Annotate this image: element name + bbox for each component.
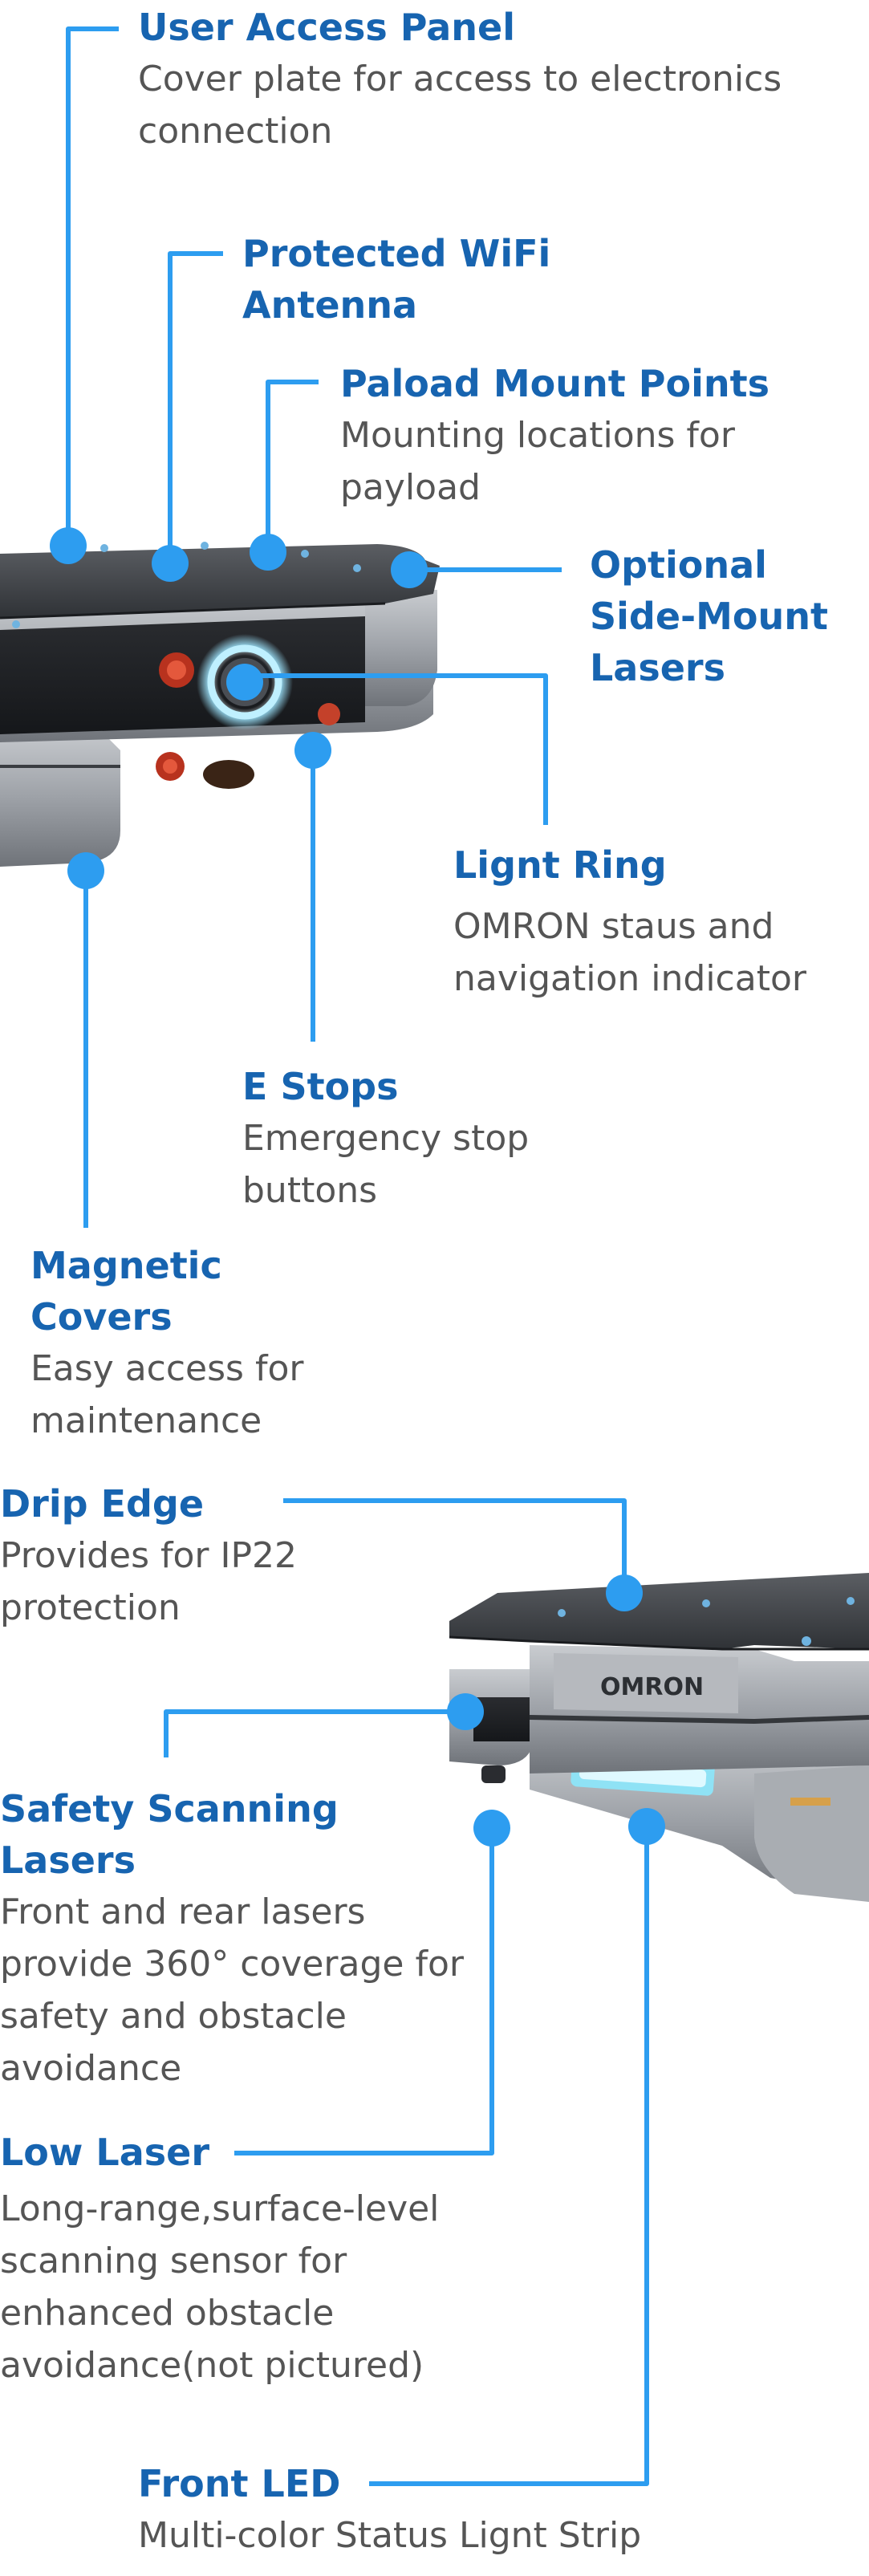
callout-line-drip-edge [283,1498,627,1593]
magnetic-covers-title: Magnetic Covers [30,1244,222,1339]
low-laser-description: Long-range,surface-level scanning sensor… [0,2188,440,2386]
callout-line-wifi-antenna [168,251,223,563]
safety-scanning-lasers-description: Front and rear lasers provide 360° cover… [0,1891,464,2089]
e-stops-description: Emergency stop buttons [242,1118,530,1211]
callout-line-payload-mount [266,380,319,552]
label-light-ring: Lignt Ring OMRON staus and navigation in… [453,839,855,1005]
dot-drip-edge[interactable] [606,1574,643,1611]
drip-edge-title: Drip Edge [0,1482,205,1526]
dot-payload-mount[interactable] [250,534,286,571]
magnetic-covers-description: Easy access for maintenance [30,1348,304,1441]
dot-user-access-panel[interactable] [50,527,87,564]
user-access-panel-title: User Access Panel [138,6,515,49]
robot-brand-logo: OMRON [600,1673,704,1701]
label-front-led: Front LED Multi-color Status Lignt Strip [138,2458,844,2562]
callout-line-user-access-panel [66,26,119,546]
label-payload-mount-points: Paload Mount Points Mounting locations f… [340,358,838,514]
protected-wifi-antenna-title: Protected WiFi Antenna [242,232,551,327]
dot-safety-lasers[interactable] [447,1693,484,1730]
payload-mount-points-description: Mounting locations for payload [340,415,735,508]
user-access-panel-description: Cover plate for access to electronics co… [138,59,782,152]
dot-wifi-antenna[interactable] [152,545,189,582]
front-led-title: Front LED [138,2462,341,2505]
dot-light-ring[interactable] [226,664,263,701]
callout-line-low-laser [234,1828,494,2155]
dot-low-laser[interactable] [473,1810,510,1847]
drip-edge-description: Provides for IP22 protection [0,1535,297,1628]
callout-dots [50,527,665,1847]
dot-magnetic-covers[interactable] [67,852,104,889]
label-e-stops: E Stops Emergency stop buttons [242,1061,579,1217]
e-stops-title: E Stops [242,1065,399,1108]
callout-line-light-ring [245,673,548,825]
optional-side-mount-lasers-title: Optional Side-Mount Lasers [590,543,828,689]
label-safety-scanning-lasers: Safety Scanning Lasers Front and rear la… [0,1783,465,2095]
label-low-laser: Low Laser Long-range,surface-level scann… [0,2127,481,2391]
callout-line-safety-lasers [164,1709,465,1757]
light-ring-description: OMRON staus and navigation indicator [453,906,806,999]
front-led-description: Multi-color Status Lignt Strip [138,2515,642,2556]
callout-leader-lines [66,26,649,2486]
dot-front-led[interactable] [628,1808,665,1845]
robot-front-view-illustration: OMRON [449,1573,869,1902]
safety-scanning-lasers-title: Safety Scanning Lasers [0,1787,339,1882]
callout-line-front-led [369,1826,649,2486]
label-magnetic-covers: Magnetic Covers Easy access for maintena… [30,1240,367,1447]
dot-e-stops[interactable] [294,732,331,769]
label-drip-edge: Drip Edge Provides for IP22 protection [0,1478,321,1634]
label-optional-side-mount-lasers: Optional Side-Mount Lasers [590,539,863,693]
light-ring-title: Lignt Ring [453,843,667,887]
payload-mount-points-title: Paload Mount Points [340,362,770,405]
label-protected-wifi-antenna: Protected WiFi Antenna [242,228,595,331]
low-laser-title: Low Laser [0,2131,210,2174]
robot-top-view-illustration [0,542,440,867]
dot-side-lasers[interactable] [391,551,428,588]
label-user-access-panel: User Access Panel Cover plate for access… [138,2,828,157]
